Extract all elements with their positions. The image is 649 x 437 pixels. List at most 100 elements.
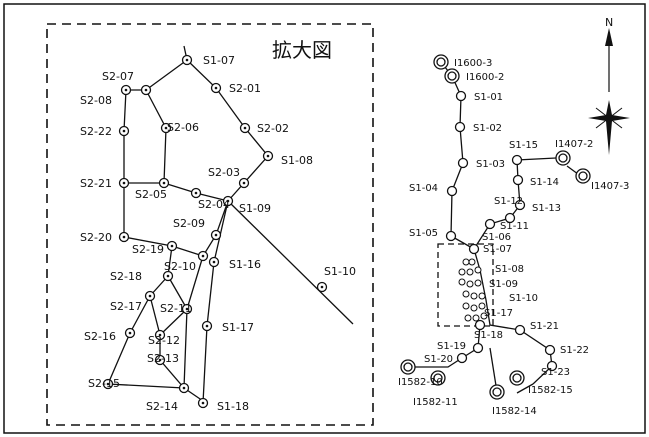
well-i1582-14[interactable]: [489, 384, 505, 400]
label-s1-18: S1-18: [217, 400, 249, 413]
label-s1-10: S1-10: [324, 265, 356, 278]
label-s1-18: S1-18: [474, 330, 503, 341]
well-i1407-2[interactable]: [555, 150, 571, 166]
well-i1582-15[interactable]: [509, 370, 525, 386]
label-s2-03: S2-03: [208, 166, 240, 179]
label-s1-14: S1-14: [530, 177, 559, 188]
label-i1582-14: I1582-14: [492, 406, 537, 417]
label-i1600-3: I1600-3: [454, 58, 492, 69]
label-i1582-10: I1582-10: [398, 377, 443, 388]
node-s1-20[interactable]: [456, 352, 468, 364]
label-s1-03: S1-03: [476, 159, 505, 170]
label-s2-17: S2-17: [110, 300, 142, 313]
label-s1-05: S1-05: [409, 228, 438, 239]
label-s1-09: S1-09: [239, 202, 271, 215]
map-frame: [3, 3, 646, 434]
label-s2-04: S2-04: [198, 198, 230, 211]
label-s1-11: S1-11: [500, 221, 529, 232]
node-s1-13[interactable]: [514, 199, 526, 211]
overview-cluster: [458, 258, 488, 322]
label-s2-06: S2-06: [167, 121, 199, 134]
well-i1407-3[interactable]: [575, 168, 591, 184]
inset-node-dots: [106, 58, 324, 405]
node-s1-01[interactable]: [455, 90, 467, 102]
label-s1-02: S1-02: [473, 123, 502, 134]
node-s1-06[interactable]: [468, 243, 480, 255]
label-s2-20: S2-20: [80, 231, 112, 244]
label-s1-07: S1-07: [203, 54, 235, 67]
label-s1-15: S1-15: [509, 140, 538, 151]
label-s1-21: S1-21: [530, 321, 559, 332]
node-s1-22[interactable]: [544, 344, 556, 356]
node-s1-05[interactable]: [445, 230, 457, 242]
label-s1-17: S1-17: [222, 321, 254, 334]
label-s2-09: S2-09: [173, 217, 205, 230]
label-s2-02: S2-02: [257, 122, 289, 135]
inset-frame: [46, 23, 374, 426]
label-s2-14: S2-14: [146, 400, 178, 413]
label-s2-21: S2-21: [80, 177, 112, 190]
label-s2-10: S2-10: [164, 260, 196, 273]
node-s1-04[interactable]: [446, 185, 458, 197]
label-s1-22: S1-22: [560, 345, 589, 356]
label-s1-01: S1-01: [474, 92, 503, 103]
label-s2-08: S2-08: [80, 94, 112, 107]
well-i1582-10[interactable]: [400, 359, 416, 375]
well-i1582-11[interactable]: [430, 370, 446, 386]
node-s1-14[interactable]: [512, 174, 524, 186]
label-i1582-11: I1582-11: [413, 397, 458, 408]
label-s1-19: S1-19: [437, 341, 466, 352]
label-s1-16: S1-16: [229, 258, 261, 271]
label-s2-22: S2-22: [80, 125, 112, 138]
overview-panel: I1600-3 I1600-2 S1-01 S1-02 S1-03 S1-04 …: [398, 54, 629, 417]
node-s1-03[interactable]: [457, 157, 469, 169]
overview-node-markers: [445, 90, 558, 372]
label-s1-10: S1-10: [509, 293, 538, 304]
label-s1-04: S1-04: [409, 183, 438, 194]
north-arrow: N: [588, 16, 630, 155]
compass-star-icon: [588, 100, 630, 155]
well-i1600-3[interactable]: [433, 54, 449, 70]
label-s1-06: S1-06: [482, 232, 511, 243]
node-s1-12[interactable]: [504, 212, 516, 224]
node-s1-18[interactable]: [474, 319, 486, 331]
inset-panel: 拡大図: [46, 23, 374, 426]
well-i1600-2[interactable]: [444, 68, 460, 84]
north-arrow-head-icon: [605, 28, 613, 46]
label-s1-23: S1-23: [541, 367, 570, 378]
inset-labels: S1-07 S2-01 S2-02 S1-08 S2-07 S2-08 S2-0…: [80, 54, 356, 413]
label-s1-07: S1-07: [483, 244, 512, 255]
node-s1-21[interactable]: [514, 324, 526, 336]
label-s1-12: S1-12: [494, 196, 523, 207]
node-s1-19[interactable]: [472, 342, 484, 354]
node-s1-23[interactable]: [546, 360, 558, 372]
inset-title: 拡大図: [272, 38, 332, 62]
label-s2-07: S2-07: [102, 70, 134, 83]
label-i1600-2: I1600-2: [466, 72, 504, 83]
label-s2-01: S2-01: [229, 82, 261, 95]
label-s2-11: S2-11: [160, 302, 192, 315]
label-s2-18: S2-18: [110, 270, 142, 283]
label-s1-08: S1-08: [495, 264, 524, 275]
overview-inset-box: [437, 243, 494, 327]
node-s1-11[interactable]: [484, 218, 496, 230]
overview-labels: I1600-3 I1600-2 S1-01 S1-02 S1-03 S1-04 …: [398, 58, 629, 417]
label-s2-19: S2-19: [132, 243, 164, 256]
label-s2-15: S2-15: [88, 377, 120, 390]
label-s1-17: S1-17: [484, 308, 513, 319]
label-i1407-2: I1407-2: [555, 139, 593, 150]
label-i1582-15: I1582-15: [528, 385, 573, 396]
label-s1-09: S1-09: [489, 279, 518, 290]
label-s2-13: S2-13: [147, 352, 179, 365]
north-label: N: [605, 16, 613, 29]
label-s2-12: S2-12: [148, 334, 180, 347]
label-s2-16: S2-16: [84, 330, 116, 343]
label-s1-13: S1-13: [532, 203, 561, 214]
node-s1-15[interactable]: [511, 154, 523, 166]
overview-wells: [400, 54, 591, 400]
label-s1-20: S1-20: [424, 354, 453, 365]
label-s2-05: S2-05: [135, 188, 167, 201]
label-s1-08: S1-08: [281, 154, 313, 167]
node-s1-02[interactable]: [454, 121, 466, 133]
